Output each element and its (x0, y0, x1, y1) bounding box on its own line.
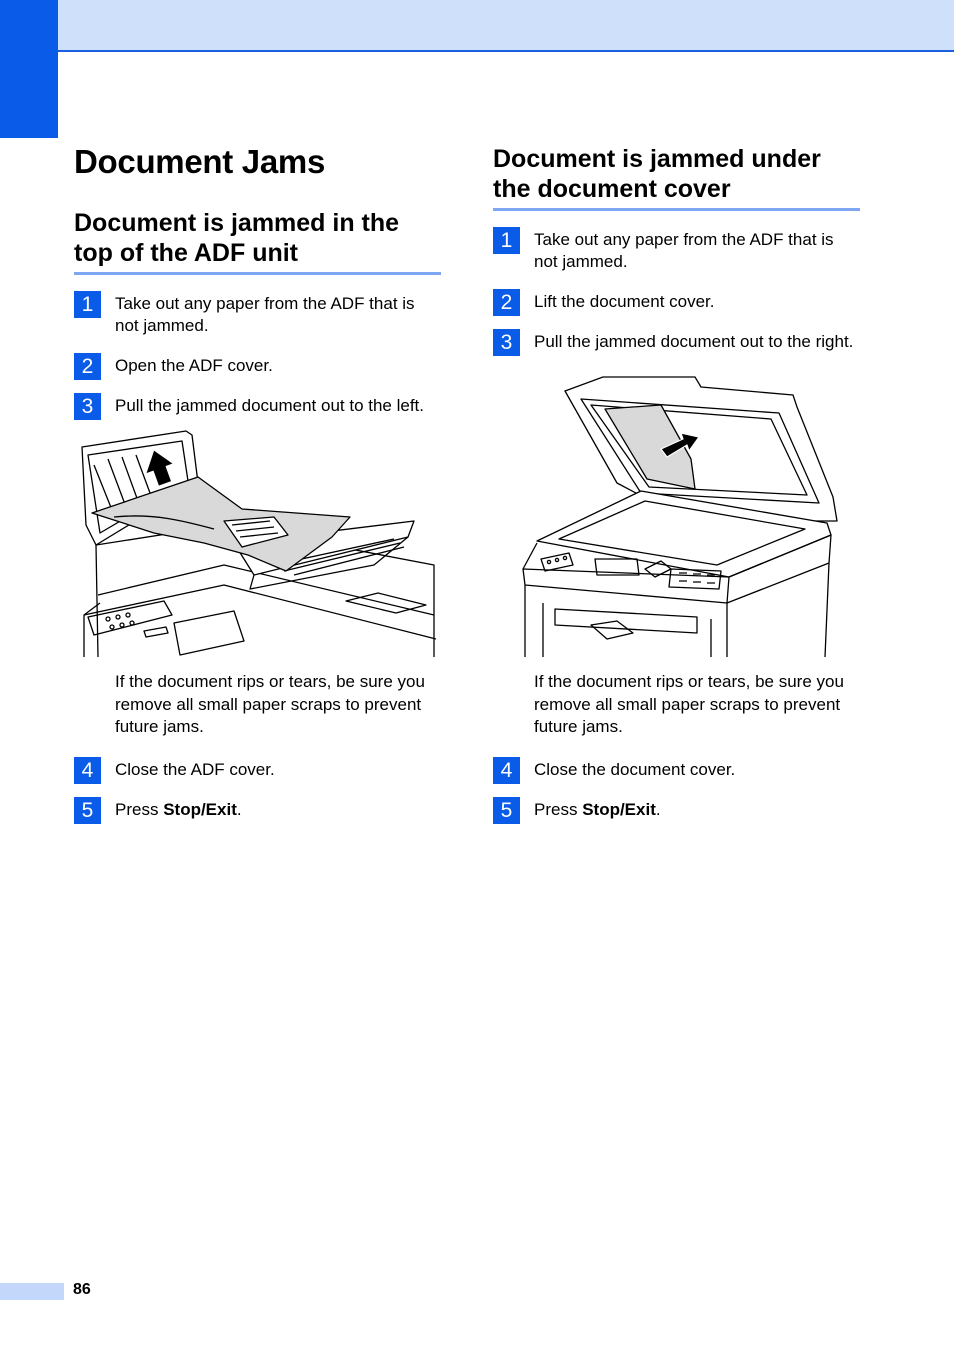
step-item: 4 Close the ADF cover. (74, 756, 441, 784)
step-number-badge: 5 (74, 796, 101, 824)
step-item: 3 Pull the jammed document out to the le… (74, 393, 441, 420)
header-band (58, 0, 954, 52)
page-number: 86 (73, 1281, 91, 1298)
step-text-suffix: . (655, 799, 661, 819)
section-heading-adf: Document is jammed in the top of the ADF… (74, 208, 441, 275)
step-list-adf-continued: 4 Close the ADF cover. 5 Press Stop/Exit… (74, 756, 441, 824)
footer-bar (0, 1283, 64, 1300)
step-list-cover-continued: 4 Close the document cover. 5 Press Stop… (493, 756, 860, 824)
step-text: Pull the jammed document out to the left… (115, 396, 425, 415)
step-number-badge: 1 (74, 291, 101, 318)
step-text: Close the ADF cover. (115, 759, 275, 779)
step-item: 1 Take out any paper from the ADF that i… (493, 227, 860, 273)
step-number-badge: 3 (493, 329, 520, 356)
step-text: Take out any paper from the ADF that is … (534, 230, 834, 271)
step-text: Lift the document cover. (534, 292, 715, 311)
step-text: Open the ADF cover. (115, 356, 273, 375)
chapter-tab (0, 0, 58, 138)
step-text: Close the document cover. (534, 759, 736, 779)
step-text: Take out any paper from the ADF that is … (115, 294, 415, 335)
step-text-prefix: Press (115, 799, 164, 819)
step-number-badge: 1 (493, 227, 520, 254)
note-paragraph: If the document rips or tears, be sure y… (534, 672, 844, 736)
step-item: 5 Press Stop/Exit. (74, 796, 441, 824)
step-list-adf: 1 Take out any paper from the ADF that i… (74, 291, 441, 420)
step-number-badge: 3 (74, 393, 101, 420)
adf-jam-illustration (81, 430, 436, 657)
step-number-badge: 5 (493, 796, 520, 824)
step-item: 2 Open the ADF cover. (74, 353, 441, 380)
step-number-badge: 4 (493, 756, 520, 784)
step-item: 5 Press Stop/Exit. (493, 796, 860, 824)
stop-exit-key-label: Stop/Exit (163, 799, 237, 819)
step-number-badge: 2 (493, 289, 520, 316)
step-item: 1 Take out any paper from the ADF that i… (74, 291, 441, 337)
left-column: Document is jammed in the top of the ADF… (74, 208, 441, 839)
step-item: 4 Close the document cover. (493, 756, 860, 784)
step-number-badge: 2 (74, 353, 101, 380)
stop-exit-key-label: Stop/Exit (582, 799, 656, 819)
section-heading-cover: Document is jammed under the document co… (493, 144, 860, 211)
document-cover-jam-illustration (522, 376, 838, 657)
step-item: 3 Pull the jammed document out to the ri… (493, 329, 860, 356)
step-text: Pull the jammed document out to the righ… (534, 332, 854, 351)
step-text-suffix: . (236, 799, 242, 819)
right-column: Document is jammed under the document co… (493, 144, 860, 839)
page-title: Document Jams (74, 143, 326, 180)
note-paragraph: If the document rips or tears, be sure y… (115, 672, 425, 736)
step-list-cover: 1 Take out any paper from the ADF that i… (493, 227, 860, 356)
step-number-badge: 4 (74, 756, 101, 784)
step-text-prefix: Press (534, 799, 583, 819)
step-item: 2 Lift the document cover. (493, 289, 860, 316)
